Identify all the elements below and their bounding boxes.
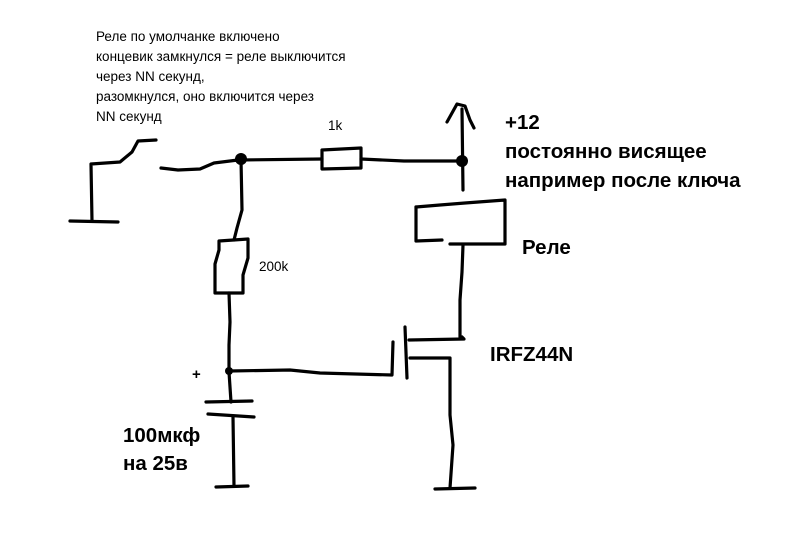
capacitor-plus-label: +	[192, 366, 201, 383]
resistor-1k	[236, 146, 462, 171]
resistor-200k-label: 200k	[259, 259, 289, 274]
relay-coil	[414, 198, 507, 339]
note-line: разомкнулся, оно включится через	[96, 89, 314, 104]
gate-line	[227, 340, 395, 377]
supply-desc-line1: постоянно висящее	[505, 140, 707, 163]
junction-dot	[456, 155, 468, 167]
mosfet-symbol	[403, 325, 477, 491]
capacitor-voltage-label: на 25в	[123, 452, 188, 475]
supply-arrow	[445, 102, 476, 192]
explanation-note: Реле по умолчанке включено концевик замк…	[96, 27, 346, 127]
capacitor-value-label: 100мкф	[123, 424, 201, 447]
resistor-200k	[213, 157, 250, 374]
note-line: через NN секунд,	[96, 69, 205, 84]
note-line: концевик замкнулся = реле выключится	[96, 49, 346, 64]
resistor-1k-label: 1k	[328, 118, 343, 133]
note-line: Реле по умолчанке включено	[96, 29, 280, 44]
note-line: NN секунд	[96, 109, 162, 124]
mosfet-label: IRFZ44N	[490, 343, 574, 366]
supply-desc-line2: например после ключа	[505, 169, 741, 192]
relay-label: Реле	[522, 236, 571, 259]
capacitor	[204, 370, 256, 489]
supply-voltage-label: +12	[505, 111, 540, 134]
limit-switch	[68, 138, 240, 224]
